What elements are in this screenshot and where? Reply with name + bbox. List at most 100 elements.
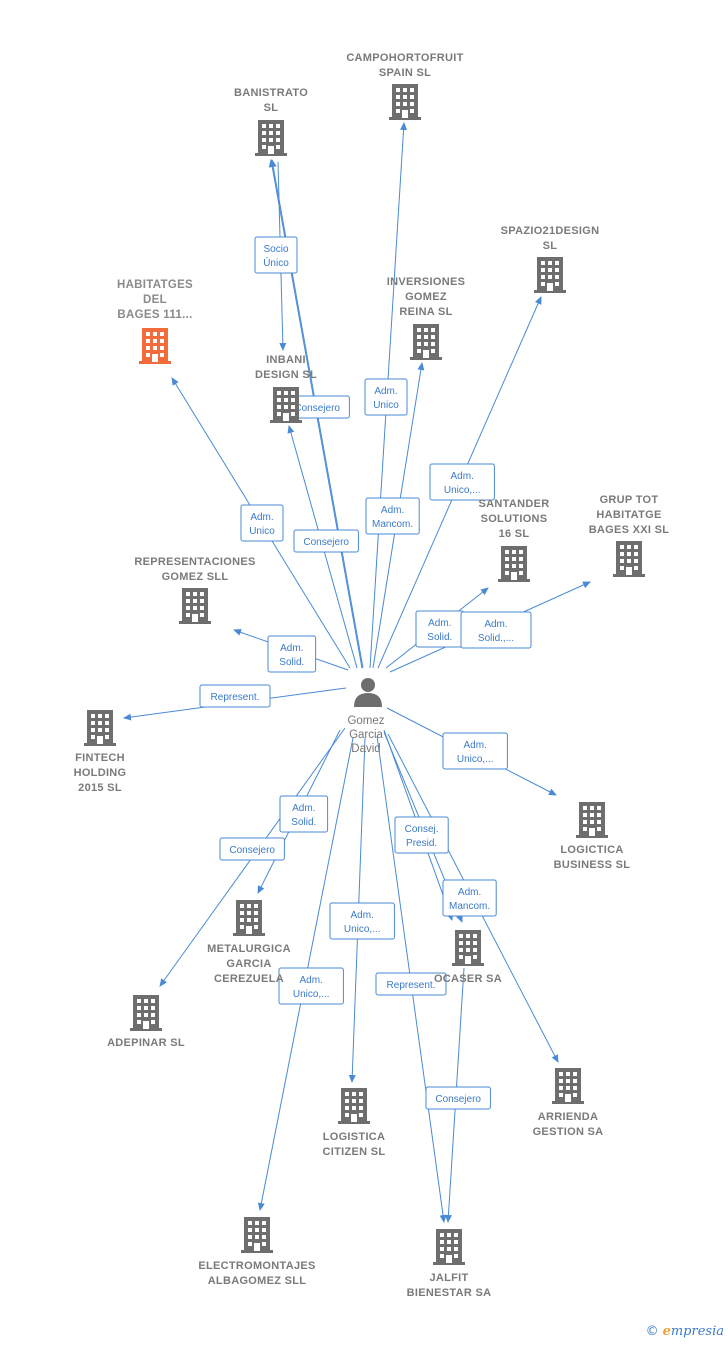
relation-label-text: Adm.	[374, 386, 397, 397]
relation-label-p-adepinar[interactable]: Consejero	[219, 837, 285, 861]
company-name-line: BUSINESS SL	[554, 859, 631, 871]
relation-label-box	[254, 236, 298, 274]
company-name-line: SL	[264, 102, 279, 114]
relation-label-box	[267, 635, 317, 673]
building-icon	[576, 802, 608, 838]
company-name-line: GRUP TOT	[600, 494, 659, 506]
relation-label-text: Unico	[249, 526, 275, 537]
company-name-line: BAGES XXI SL	[589, 524, 670, 536]
relation-label-p-electromontajes[interactable]: Adm. Unico,...	[278, 967, 344, 1005]
empresia-logo[interactable]: ©empresia	[646, 1324, 724, 1339]
relation-label-text: Adm.	[351, 910, 374, 921]
relation-label-p-spazio21[interactable]: Adm. Unico,...	[429, 463, 495, 501]
relation-label-text: Adm.	[458, 887, 481, 898]
building-icon	[452, 930, 484, 966]
company-name-line: ALBAGOMEZ SLL	[208, 1275, 307, 1287]
edges-layer	[123, 122, 591, 1223]
company-name-line: GARCIA	[226, 958, 271, 970]
relation-label-text: Socio	[263, 244, 288, 255]
relation-label-p-inversiones[interactable]: Adm.Mancom.	[365, 497, 420, 535]
company-name-line: DEL	[143, 294, 167, 306]
building-icon	[255, 120, 287, 156]
relation-label-text: Unico,...	[457, 754, 494, 765]
company-name-line: OCASER SA	[434, 973, 502, 985]
company-name-line: INBANI	[266, 354, 306, 366]
relation-label-text: Adm.	[451, 471, 474, 482]
relation-label-text: Consejero	[229, 845, 275, 856]
relation-label-p-logistica[interactable]: Adm. Unico,...	[329, 902, 395, 940]
company-node-campohortofruit[interactable]: CAMPOHORTOFRUIT SPAIN SL	[346, 52, 463, 120]
company-name-line: HABITATGE	[596, 509, 661, 521]
company-name-line: BANISTRATO	[234, 87, 308, 99]
edge-labels-layer: SocioÚnicoConsejeroConsejeroAdm.UnicoAdm…	[199, 236, 532, 1110]
building-icon	[498, 546, 530, 582]
building-icon	[233, 900, 265, 936]
company-name-line: LOGICTICA	[560, 844, 623, 856]
company-node-arrienda[interactable]: ARRIENDA GESTION SA	[533, 1068, 604, 1138]
company-node-spazio21[interactable]: SPAZIO21DESIGN SL	[501, 225, 600, 293]
relation-label-text: Adm.	[292, 803, 315, 814]
relation-label-p-grup[interactable]: Adm.Solid.,...	[460, 611, 532, 649]
relation-label-text: Unico,...	[293, 989, 330, 1000]
relation-label-text: Adm.	[464, 740, 487, 751]
company-node-ocaser[interactable]: OCASER SA	[434, 930, 502, 985]
relation-label-p-santander[interactable]: Adm.Solid.	[415, 610, 465, 648]
company-node-adepinar[interactable]: ADEPINAR SL	[107, 995, 185, 1049]
company-name-line: CAMPOHORTOFRUIT	[346, 52, 463, 64]
brand-name: mpresia	[670, 1324, 724, 1339]
relation-label-p-logictica[interactable]: Adm. Unico,...	[442, 732, 508, 770]
company-node-logictica[interactable]: LOGICTICA BUSINESS SL	[554, 802, 631, 871]
company-name-line: ARRIENDA	[538, 1111, 598, 1123]
relation-label-p-inbani-b[interactable]: Consejero	[293, 529, 359, 553]
company-name-line: GESTION SA	[533, 1126, 604, 1138]
relation-label-text: Adm.	[428, 618, 451, 629]
relation-label-text: Consejero	[294, 403, 340, 414]
building-icon	[613, 541, 645, 577]
relation-label-p-jalfit[interactable]: Represent.	[375, 972, 447, 996]
company-name-line: GOMEZ SLL	[162, 571, 229, 583]
relation-label-p-representaciones[interactable]: Adm.Solid.	[267, 635, 317, 673]
company-node-grup[interactable]: GRUP TOT HABITATGE BAGES XXI SL	[589, 494, 670, 577]
company-node-banistrato[interactable]: BANISTRATO SL	[234, 87, 308, 156]
relation-label-p-ocaser-a[interactable]: Consej.Presid.	[394, 816, 449, 854]
relation-label-text: Adm.	[300, 975, 323, 986]
company-name-line: SPAIN SL	[379, 67, 431, 79]
company-name-line: BAGES 111...	[117, 309, 192, 321]
relation-label-ocaser-jalfit[interactable]: Consejero	[425, 1086, 491, 1110]
company-name-line: METALURGICA	[207, 943, 291, 955]
relation-label-box	[442, 732, 508, 770]
relation-label-text: Mancom.	[372, 519, 413, 530]
company-name-line: SL	[543, 240, 558, 252]
company-name-line: LOGISTICA	[323, 1131, 386, 1143]
building-icon	[130, 995, 162, 1031]
relation-label-box	[364, 378, 408, 416]
relation-label-p-metalurgica[interactable]: Adm.Solid.	[279, 795, 329, 833]
company-name-line: SPAZIO21DESIGN	[501, 225, 600, 237]
company-name-line: HOLDING	[74, 767, 127, 779]
relation-label-p-habitatges[interactable]: Adm.Unico	[240, 504, 284, 542]
building-icon	[84, 710, 116, 746]
relation-label-p-ocaser-b[interactable]: Adm.Mancom.	[442, 879, 497, 917]
relation-label-p-campohortofruit[interactable]: Adm.Unico	[364, 378, 408, 416]
person-icon	[354, 678, 382, 707]
relation-label-text: Unico,...	[344, 924, 381, 935]
building-icon	[241, 1217, 273, 1253]
relation-label-box	[329, 902, 395, 940]
relation-label-text: Unico,...	[444, 485, 481, 496]
relation-label-box	[394, 816, 449, 854]
building-icon	[410, 324, 442, 360]
relation-label-p-fintech[interactable]: Represent.	[199, 684, 271, 708]
relation-label-box	[240, 504, 284, 542]
